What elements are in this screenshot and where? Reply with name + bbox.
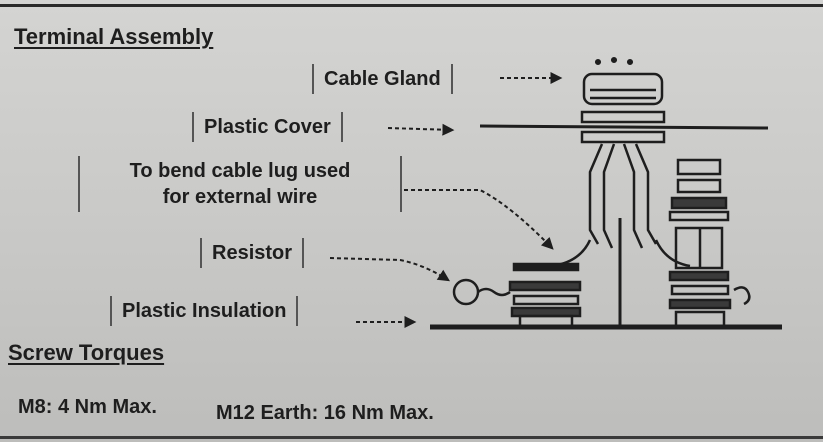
bottom-rule: [0, 436, 823, 439]
diagram-title: Terminal Assembly: [14, 24, 214, 49]
label-plastic-insulation: Plastic Insulation: [110, 296, 299, 326]
label-cable-gland: Cable Gland: [312, 64, 453, 94]
screw-torques-heading: Screw Torques: [8, 340, 165, 365]
leader-resistor: [329, 257, 451, 282]
plastic-cover-part: [479, 110, 769, 144]
leader-plastic-cover: [387, 123, 455, 136]
cable-lug-part: [551, 143, 691, 328]
torque-m8: M8: 4 Nm Max.: [18, 396, 157, 418]
leader-bend-lug: [404, 189, 554, 250]
cable-gland-part: [582, 56, 664, 106]
label-bend-cable-lug: To bend cable lug used for external wire: [78, 156, 402, 212]
label-bend-cable-lug-line1: To bend cable lug used: [129, 160, 351, 182]
torque-m12-earth: M12 Earth: 16 Nm Max.: [216, 402, 434, 424]
connector-block-part: [668, 158, 751, 328]
leader-arrows: [329, 72, 563, 328]
resistor-part: [452, 262, 582, 328]
label-resistor: Resistor: [200, 238, 305, 268]
label-plastic-cover: Plastic Cover: [192, 112, 343, 142]
label-bend-cable-lug-line2: for external wire: [162, 186, 318, 208]
top-rule: [0, 4, 823, 7]
